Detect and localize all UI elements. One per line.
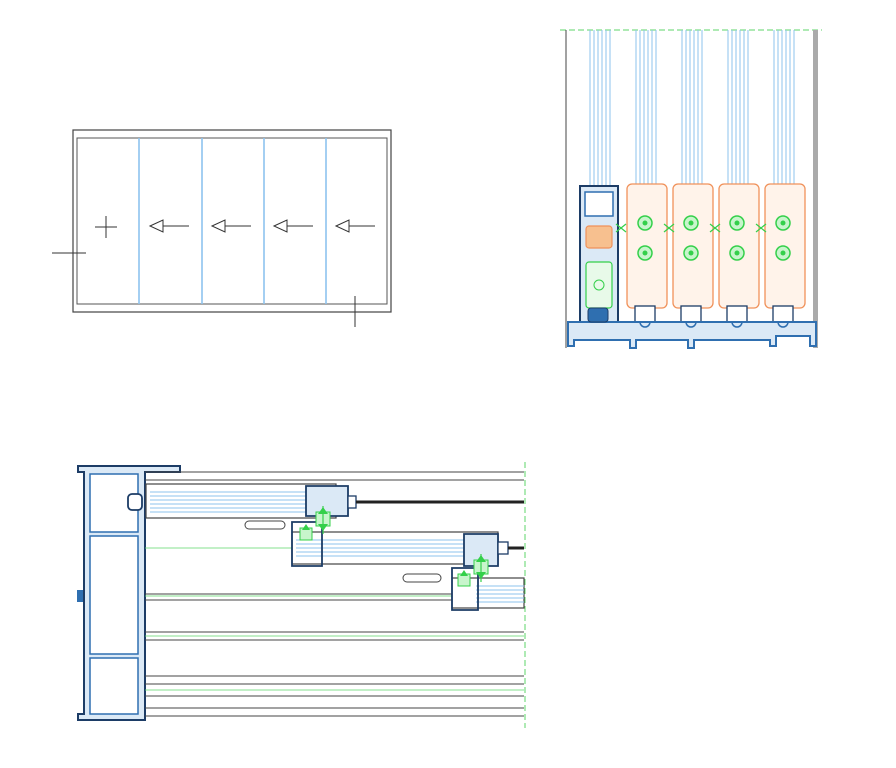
- vertical-section-detail: [560, 29, 822, 349]
- elevation-view: [52, 129, 392, 327]
- fixed-panel-cross-icon: [95, 216, 117, 238]
- sash-panel: [764, 183, 806, 323]
- horizontal-section-detail: [77, 462, 526, 728]
- glass-pane-sash: [773, 30, 795, 186]
- slide-direction-arrow-icon: [148, 219, 189, 233]
- fixed-panel-sill-block: [587, 307, 609, 323]
- interlock-fixing-icon: [457, 570, 471, 587]
- sash-2-profile: [291, 521, 524, 583]
- track-centerlines: [145, 547, 524, 691]
- track-lines: [145, 471, 524, 717]
- wall-edge-right: [813, 30, 818, 348]
- slide-direction-arrow-icon: [210, 219, 251, 233]
- glass-pane-sash: [635, 30, 657, 186]
- slide-direction-arrow-icon: [272, 219, 313, 233]
- elevation-outer-frame: [72, 129, 392, 313]
- fixed-jamb-profile: [579, 185, 619, 323]
- sash-1-profile: [127, 483, 524, 530]
- interlock-fixing-icon: [315, 506, 331, 534]
- sash-panel: [626, 183, 668, 323]
- interlock-fixing-icon: [299, 524, 313, 541]
- glass-pane-sash: [681, 30, 703, 186]
- interlock-fixing-icon: [473, 554, 489, 582]
- frame-jamb-profile: [77, 465, 181, 721]
- sash-panel: [718, 183, 760, 323]
- track-rollers: [639, 321, 789, 328]
- slide-direction-arrow-icon: [334, 219, 375, 233]
- sash-panel: [672, 183, 714, 323]
- elevation-inner-frame: [76, 137, 388, 305]
- glass-pane-fixed: [589, 30, 611, 200]
- bottom-track-profile: [567, 321, 817, 349]
- interlock-gasket-marks: [615, 223, 767, 233]
- glass-pane-sash: [727, 30, 749, 186]
